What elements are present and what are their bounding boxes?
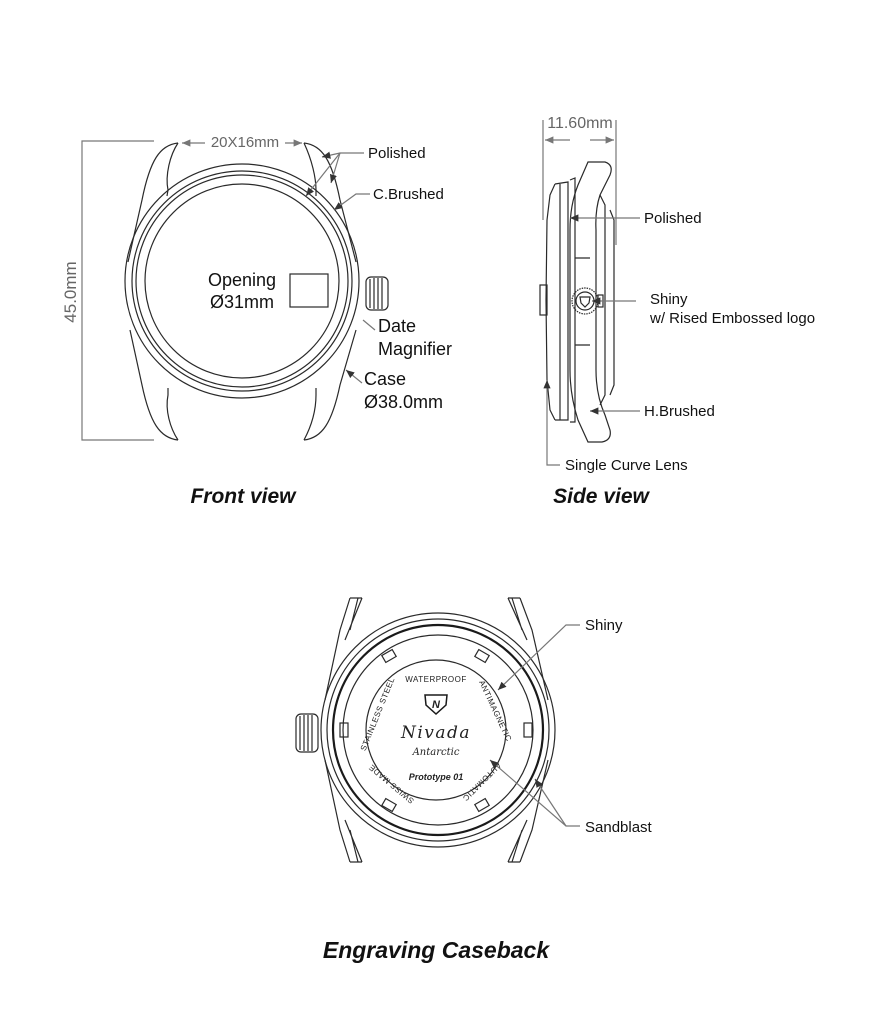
- engraving-antimagnetic: ANTIMAGNETIC: [477, 679, 513, 743]
- engraving-sub-brand: Antarctic: [412, 747, 460, 758]
- opening-label: Opening: [208, 270, 276, 290]
- caseback-ring: [331, 623, 545, 837]
- caseback-notches: [339, 648, 533, 813]
- callout-shiny-line2: w/ Rised Embossed logo: [649, 310, 815, 327]
- callout-sandblast: Sandblast: [585, 819, 653, 836]
- callout-single-curve-lens: Single Curve Lens: [565, 457, 688, 474]
- crown-icon: [295, 713, 319, 753]
- front-lugs: [127, 142, 357, 441]
- callout-h-brushed: H.Brushed: [644, 403, 715, 420]
- crystal-opening: [144, 183, 340, 379]
- crown-icon: [365, 276, 389, 311]
- date-window: [289, 273, 329, 308]
- front-view: 20X16mm 45.0mm Opening Ø31mm Polished C.…: [61, 134, 452, 508]
- svg-text:N: N: [432, 699, 441, 711]
- caseback-view: WATERPROOF STAINLESS STEEL ANTIMAGNETIC …: [295, 597, 653, 963]
- case-outer-ring: [320, 612, 556, 848]
- engraving-model: Prototype 01: [409, 772, 464, 782]
- height-dimension: 45.0mm: [61, 261, 80, 322]
- callout-date-line2: Magnifier: [378, 339, 452, 359]
- callout-case-line2: Ø38.0mm: [364, 392, 443, 412]
- side-view: 11.60mm Polished Shiny w/ Rised Embossed…: [539, 115, 815, 508]
- callout-polished: Polished: [368, 145, 426, 162]
- callout-shiny-line1: Shiny: [650, 291, 688, 308]
- thickness-dimension: 11.60mm: [547, 115, 613, 132]
- case-outline: [124, 163, 360, 399]
- callout-date-line1: Date: [378, 316, 416, 336]
- front-view-title: Front view: [190, 485, 297, 508]
- engraving-disk: [365, 659, 507, 801]
- caseback-title: Engraving Caseback: [323, 937, 550, 963]
- side-view-title: Side view: [553, 485, 650, 508]
- nivada-shield-logo: N: [424, 694, 448, 716]
- callout-polished-side: Polished: [644, 210, 702, 227]
- opening-value: Ø31mm: [210, 292, 274, 312]
- engraving-waterproof: WATERPROOF: [405, 675, 466, 684]
- callout-case-line1: Case: [364, 369, 406, 389]
- crystal-profile: [545, 183, 556, 421]
- engraving-swiss-made: SWISS MADE: [367, 762, 416, 805]
- bezel-ring-outer: [131, 170, 353, 392]
- bezel-ring-inner: [135, 174, 349, 388]
- callout-c-brushed: C.Brushed: [373, 186, 444, 203]
- engraving-automatic: AUTOMATIC: [461, 761, 503, 803]
- engraving-stainless-steel: STAINLESS STEEL: [359, 676, 397, 752]
- engraving-brand: Nivada: [400, 723, 471, 743]
- callout-shiny-caseback: Shiny: [585, 617, 623, 634]
- lug-width-dimension: 20X16mm: [211, 134, 279, 151]
